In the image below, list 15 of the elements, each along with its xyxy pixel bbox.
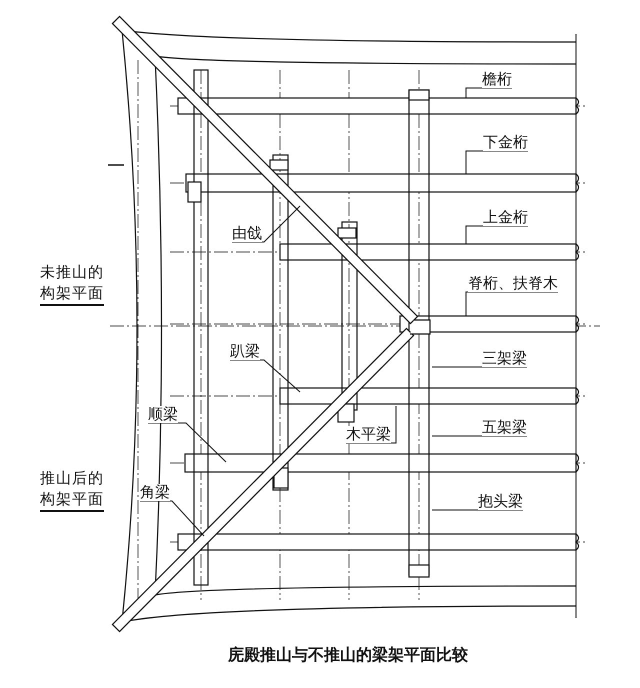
part-label: 五架梁 [482, 419, 527, 436]
part-label: 下金桁 [483, 134, 528, 151]
part-label: 上金桁 [483, 209, 528, 226]
part-label: 脊桁、扶脊木 [468, 275, 558, 292]
part-label: 顺梁 [148, 406, 178, 423]
part-label: 三架梁 [482, 350, 527, 367]
figure-caption: 庑殿推山与不推山的梁架平面比较 [228, 645, 468, 666]
part-label: 由戗 [232, 225, 262, 242]
view-label: 未推山的构架平面 [40, 262, 104, 306]
part-label: 趴梁 [230, 343, 260, 360]
part-label: 檐桁 [482, 71, 512, 88]
part-label: 角梁 [140, 484, 170, 501]
view-label: 推山后的构架平面 [40, 468, 104, 512]
part-label: 抱头梁 [478, 493, 523, 510]
part-label: 木平梁 [346, 426, 391, 443]
